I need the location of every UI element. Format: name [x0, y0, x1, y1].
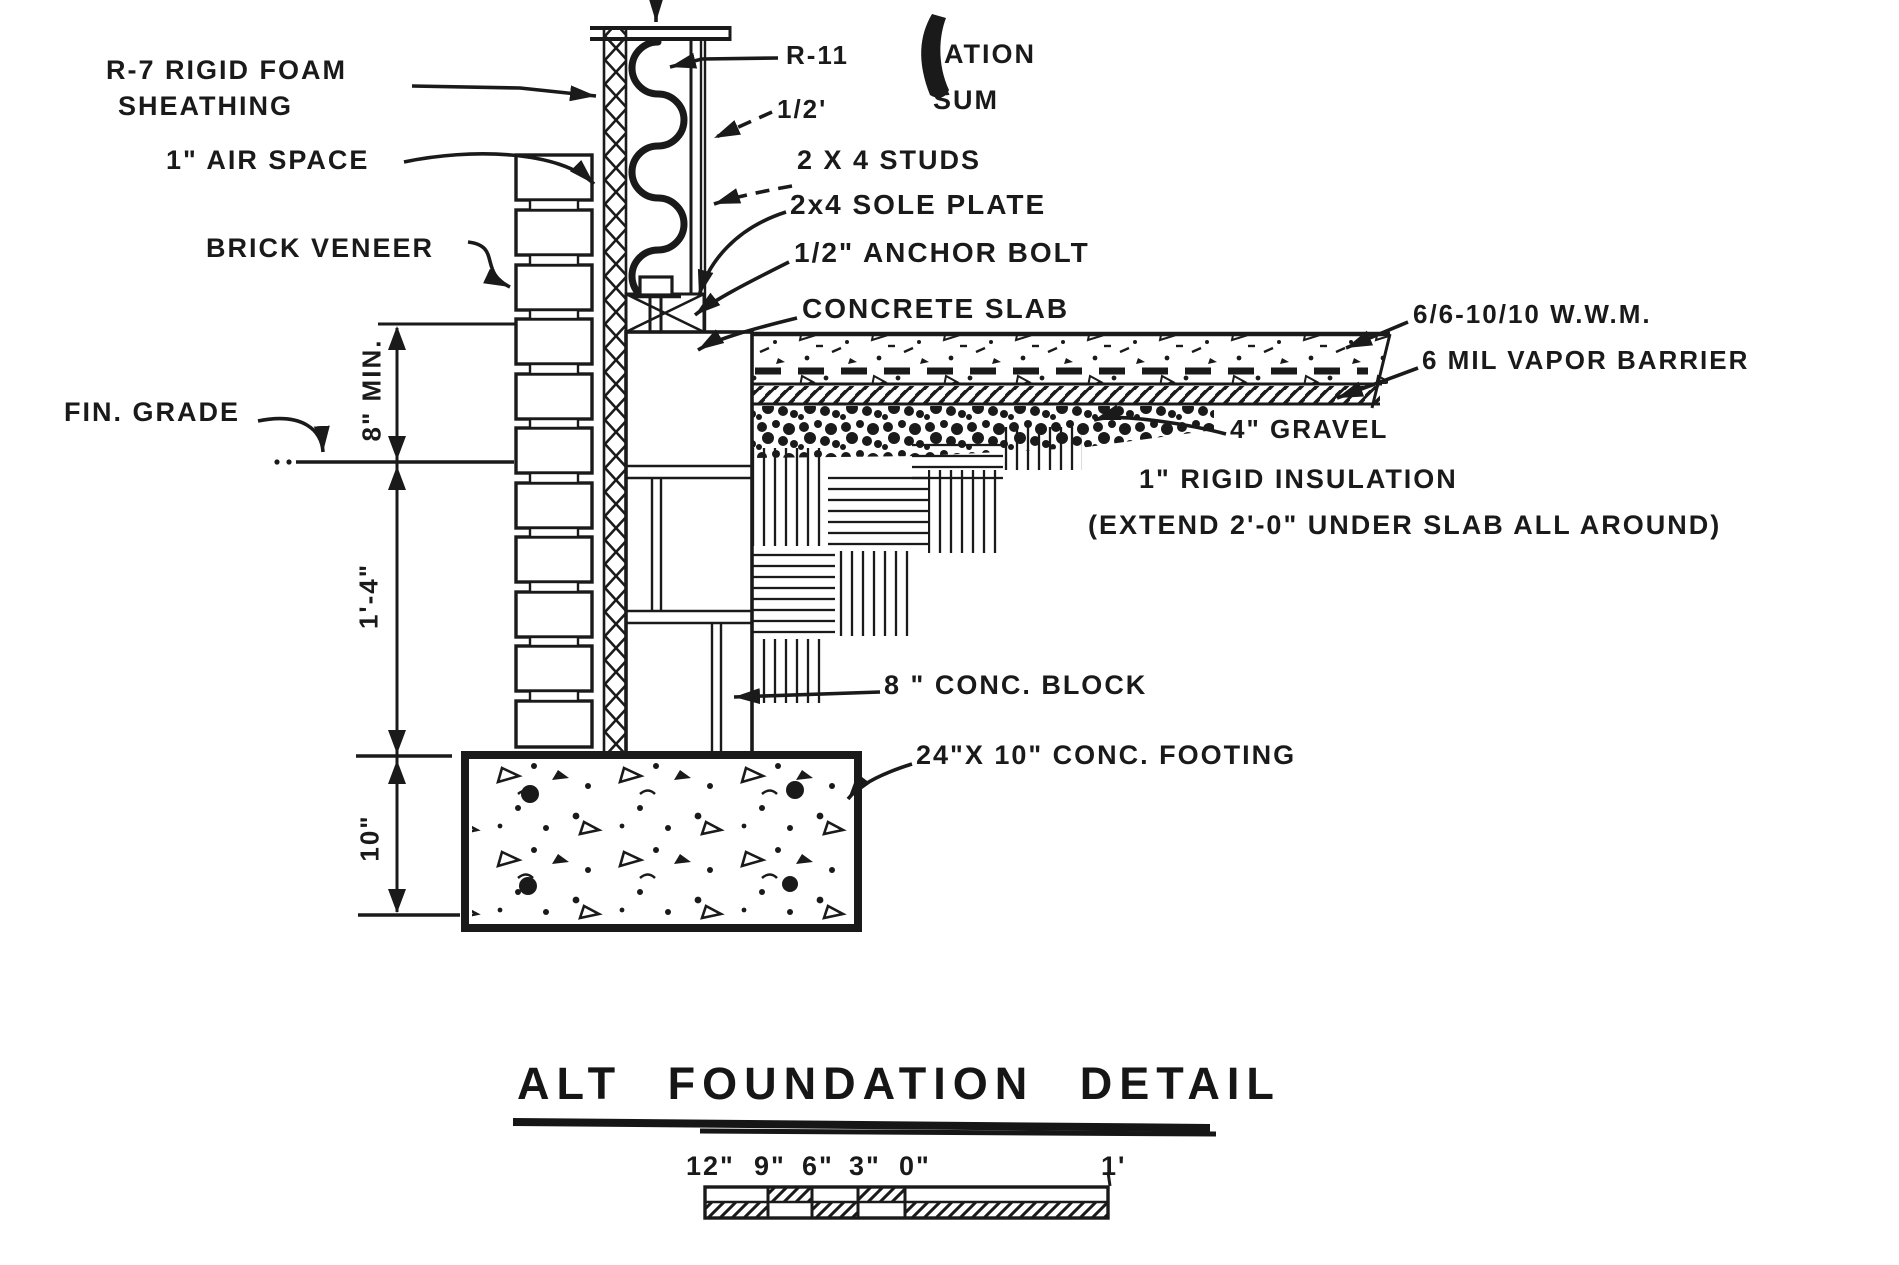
leader-air-space: [403, 152, 596, 186]
callout-rigid-insulation-note: (EXTEND 2'-0" UNDER SLAB ALL AROUND): [1088, 510, 1722, 540]
leader-sole-plate: [697, 210, 787, 297]
leader-gypsum: [713, 110, 773, 140]
callout-anchor-bolt: 1/2" ANCHOR BOLT: [794, 237, 1090, 268]
batt-insulation-squiggle: [628, 38, 688, 306]
leader-r11: [669, 52, 779, 69]
leader-slab: [697, 316, 798, 352]
concrete-block-wall: [624, 330, 754, 755]
callout-gravel: 4" GRAVEL: [1230, 414, 1389, 444]
foam-sheathing-strip: [604, 30, 626, 755]
callout-partial-gypsum: SUM: [933, 85, 999, 115]
torn-mark: [921, 14, 949, 98]
callout-sole-plate: 2x4 SOLE PLATE: [790, 189, 1047, 220]
callout-r11: R-11: [786, 40, 849, 70]
anchor-bolt-graphic: [632, 275, 712, 445]
scale-tick-9: 9": [754, 1151, 786, 1181]
sole-plate: [624, 292, 706, 334]
callout-sheathing-2: SHEATHING: [118, 91, 294, 121]
dim-8min: 8" MIN.: [356, 338, 387, 442]
gravel-band: [752, 406, 1214, 458]
leader-sheathing: [411, 84, 597, 102]
scale-tick-12: 12": [686, 1151, 735, 1181]
scale-bar-graphic: [703, 1171, 1112, 1220]
callout-rigid-insulation: 1" RIGID INSULATION: [1139, 464, 1458, 494]
scale-tick-0: 0": [899, 1151, 931, 1181]
leader-anchor-bolt: [693, 260, 790, 317]
concrete-footing: [461, 751, 862, 932]
dim-10in: 10": [354, 814, 385, 862]
callout-conc-block: 8 " CONC. BLOCK: [884, 670, 1148, 700]
leader-footing: [846, 762, 913, 801]
dimension-string: [274, 322, 516, 917]
scale-end-1ft: 1': [1101, 1151, 1127, 1181]
leader-fin-grade: [257, 416, 330, 453]
leader-gravel: [1093, 404, 1227, 436]
callout-concrete-slab: CONCRETE SLAB: [802, 293, 1070, 324]
callout-studs: 2 X 4 STUDS: [797, 145, 982, 175]
leader-lines: [257, 0, 1419, 801]
wall-assembly: [461, 26, 862, 932]
dim-1ft4: 1'-4": [353, 562, 384, 630]
leader-conc-block: [733, 688, 881, 705]
callout-half-inch: 1/2': [777, 94, 828, 124]
dimension-arrows: [388, 326, 406, 913]
brick-veneer-column: [514, 153, 594, 749]
drawing-title: ALT FOUNDATION DETAIL: [517, 1058, 1281, 1109]
callout-sheathing-1: R-7 RIGID FOAM: [106, 55, 347, 85]
scale-tick-6: 6": [802, 1151, 834, 1181]
callout-brick-veneer: BRICK VENEER: [206, 233, 435, 263]
subslab-insulation-hatch: [753, 427, 1082, 703]
leader-vapor-barrier: [1336, 366, 1419, 400]
callout-conc-footing: 24"X 10" CONC. FOOTING: [916, 740, 1297, 770]
scale-tick-3: 3": [849, 1151, 881, 1181]
leader-wwm: [1345, 320, 1409, 350]
callout-fin-grade: FIN. GRADE: [64, 397, 241, 427]
callout-vapor-barrier: 6 MIL VAPOR BARRIER: [1422, 345, 1750, 375]
leader-brick-veneer: [467, 240, 511, 289]
leader-studs: [713, 184, 793, 206]
callout-wwm: 6/6-10/10 W.W.M.: [1413, 299, 1652, 329]
concrete-slab-section: [687, 331, 1392, 409]
title-underline: [512, 1118, 1217, 1137]
callout-partial-insulation: ATION: [944, 39, 1036, 69]
callout-air-space: 1" AIR SPACE: [166, 145, 370, 175]
